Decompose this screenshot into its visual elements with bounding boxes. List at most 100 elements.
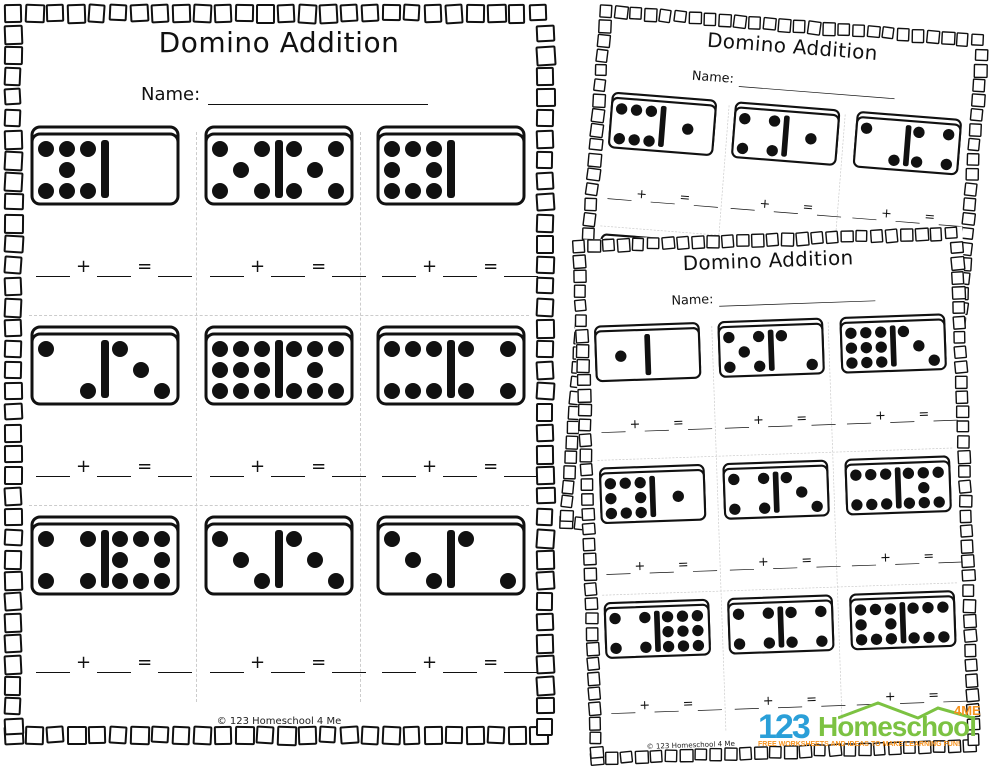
domino-pip <box>692 639 705 652</box>
domino-pip <box>500 383 516 399</box>
addition-equation: += <box>724 410 836 429</box>
border-square <box>192 725 213 746</box>
border-square <box>465 725 485 746</box>
sum-blank[interactable] <box>687 418 713 430</box>
domino <box>30 515 180 596</box>
domino-pip <box>923 631 935 644</box>
sum-blank[interactable] <box>158 658 193 673</box>
border-square <box>750 233 766 248</box>
sum-blank[interactable] <box>697 699 723 711</box>
border-square <box>694 748 708 761</box>
border-square <box>585 612 599 625</box>
addend-blank[interactable] <box>210 262 244 277</box>
addend-blank[interactable] <box>36 462 70 477</box>
sum-blank[interactable] <box>332 658 367 673</box>
addend-blank[interactable] <box>772 557 798 570</box>
addend-blank[interactable] <box>36 658 70 673</box>
sum-blank[interactable] <box>817 204 842 218</box>
border-square <box>571 239 586 254</box>
addend-blank[interactable] <box>443 462 478 477</box>
domino-card <box>376 125 526 211</box>
addend-blank[interactable] <box>852 207 878 221</box>
sum-blank[interactable] <box>938 214 964 227</box>
addend-blank[interactable] <box>773 201 799 215</box>
equals-sign: = <box>796 410 808 427</box>
sum-blank[interactable] <box>504 262 539 277</box>
sum-blank[interactable] <box>933 409 958 422</box>
sum-blank[interactable] <box>504 462 539 477</box>
domino-card <box>593 321 702 386</box>
sum-blank[interactable] <box>816 556 841 568</box>
name-input-line[interactable] <box>208 84 429 105</box>
addend-blank[interactable] <box>767 415 793 428</box>
sum-blank[interactable] <box>504 658 539 673</box>
logo-word: Homeschool <box>818 711 977 742</box>
addend-blank[interactable] <box>97 658 132 673</box>
sum-blank[interactable] <box>332 462 367 477</box>
addend-blank[interactable] <box>846 412 872 425</box>
domino-pip <box>766 145 778 157</box>
domino-pip <box>133 531 149 547</box>
addend-blank[interactable] <box>607 188 633 201</box>
logo-numbers: 123 <box>758 708 811 746</box>
addend-blank[interactable] <box>650 191 676 205</box>
domino-pip <box>758 502 771 514</box>
addend-blank[interactable] <box>654 700 679 713</box>
domino-pip <box>879 468 892 480</box>
border-square <box>792 19 806 34</box>
addition-equation: += <box>382 256 539 277</box>
border-square <box>3 612 23 634</box>
domino-pip <box>615 350 627 362</box>
addend-blank[interactable] <box>606 563 631 575</box>
addend-blank[interactable] <box>382 462 416 477</box>
addend-blank[interactable] <box>889 411 915 423</box>
addend-blank[interactable] <box>97 462 132 477</box>
addend-blank[interactable] <box>382 262 416 277</box>
domino-pip <box>645 105 658 117</box>
addend-blank[interactable] <box>443 262 478 277</box>
addend-blank[interactable] <box>36 262 70 277</box>
name-input-line[interactable] <box>738 71 896 100</box>
sum-blank[interactable] <box>692 560 718 572</box>
sum-blank[interactable] <box>158 262 193 277</box>
border-square <box>360 725 380 746</box>
addend-blank[interactable] <box>644 419 669 432</box>
sum-blank[interactable] <box>938 551 963 564</box>
sum-blank[interactable] <box>693 195 719 208</box>
addend-blank[interactable] <box>210 658 244 673</box>
addend-blank[interactable] <box>97 262 132 277</box>
addend-blank[interactable] <box>729 559 755 571</box>
border-square <box>3 591 23 612</box>
addend-blank[interactable] <box>601 421 626 433</box>
addend-blank[interactable] <box>610 702 636 714</box>
domino-pip <box>133 362 149 378</box>
plus-sign: + <box>422 256 438 277</box>
border-square <box>664 749 678 763</box>
sum-blank[interactable] <box>811 414 836 426</box>
addend-blank[interactable] <box>382 658 416 673</box>
domino-pip <box>426 341 442 357</box>
border-square <box>564 450 578 464</box>
addend-blank[interactable] <box>734 698 759 710</box>
sum-blank[interactable] <box>332 262 367 277</box>
addend-blank[interactable] <box>724 417 750 429</box>
addend-blank[interactable] <box>730 198 756 211</box>
addend-blank[interactable] <box>271 462 306 477</box>
addend-blank[interactable] <box>271 262 306 277</box>
domino-pip <box>942 129 955 141</box>
addend-blank[interactable] <box>443 658 478 673</box>
border-square <box>604 751 619 766</box>
equals-sign: = <box>137 456 153 477</box>
domino-pip <box>752 330 765 343</box>
addend-blank[interactable] <box>210 462 244 477</box>
addend-blank[interactable] <box>894 553 920 565</box>
name-input-line[interactable] <box>718 286 876 307</box>
domino-pip <box>405 341 421 357</box>
domino-pip <box>875 341 887 353</box>
addend-blank[interactable] <box>895 211 921 224</box>
domino-pip <box>628 134 640 146</box>
sum-blank[interactable] <box>158 462 193 477</box>
addend-blank[interactable] <box>851 554 877 567</box>
addend-blank[interactable] <box>271 658 306 673</box>
addend-blank[interactable] <box>649 561 674 574</box>
